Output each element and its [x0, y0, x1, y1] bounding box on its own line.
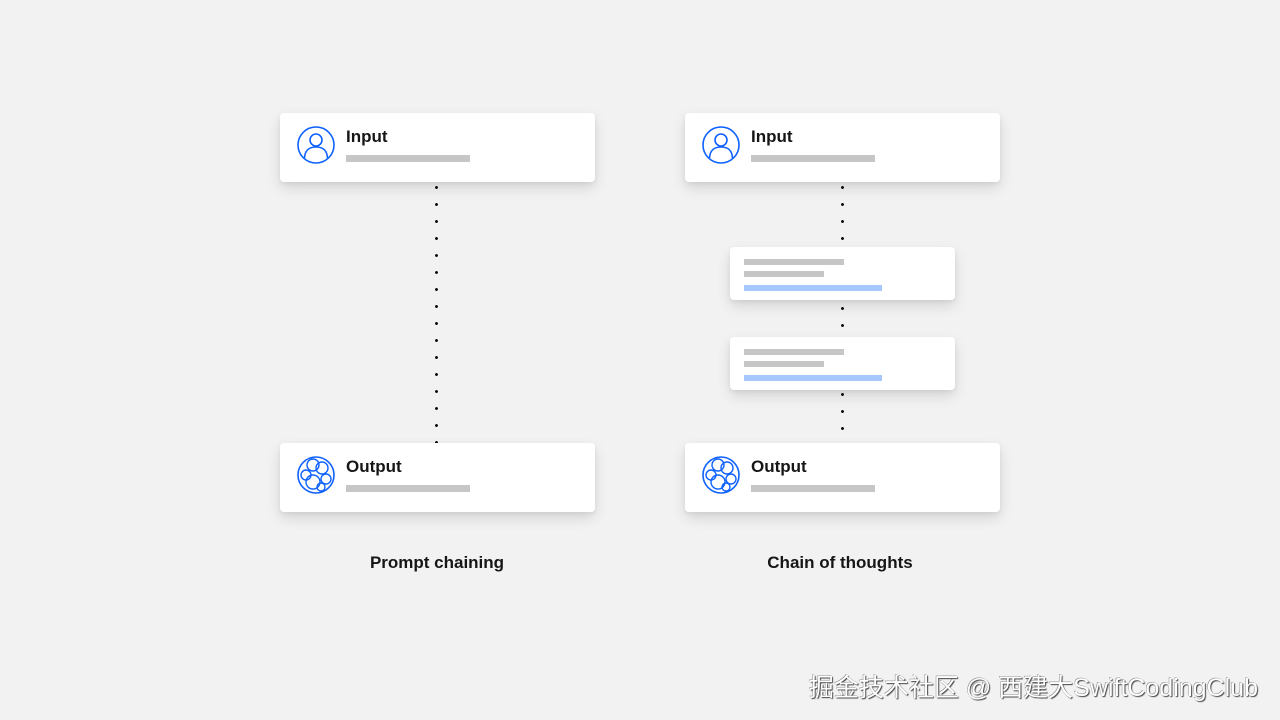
output-title: Output [346, 457, 402, 476]
network-circles-icon [297, 456, 335, 494]
watermark: 掘金技术社区 @ 西建大SwiftCodingClub [808, 674, 1258, 702]
connector-cot-1 [841, 179, 844, 247]
placeholder-bar [744, 349, 844, 355]
placeholder-bar [346, 155, 470, 162]
placeholder-bar [751, 155, 875, 162]
caption-chain-of-thoughts: Chain of thoughts [767, 553, 913, 572]
output-card: Output [280, 443, 595, 512]
thought-step-card [730, 337, 955, 390]
placeholder-bar [751, 485, 875, 492]
input-title: Input [751, 127, 793, 146]
connector-cot-2 [841, 300, 844, 337]
placeholder-bar [346, 485, 470, 492]
input-card: Input [280, 113, 595, 182]
placeholder-bar [744, 271, 824, 277]
output-title: Output [751, 457, 807, 476]
input-card: Input [685, 113, 1000, 182]
input-title: Input [346, 127, 388, 146]
highlight-bar [744, 375, 882, 381]
thought-step-card [730, 247, 955, 300]
connector-cot-3 [841, 386, 844, 443]
placeholder-bar [744, 361, 824, 367]
network-circles-icon [702, 456, 740, 494]
user-icon [297, 126, 335, 164]
placeholder-bar [744, 259, 844, 265]
user-icon [702, 126, 740, 164]
output-card: Output [685, 443, 1000, 512]
caption-prompt-chaining: Prompt chaining [369, 553, 505, 572]
highlight-bar [744, 285, 882, 291]
connector-prompt-chaining [435, 179, 438, 443]
